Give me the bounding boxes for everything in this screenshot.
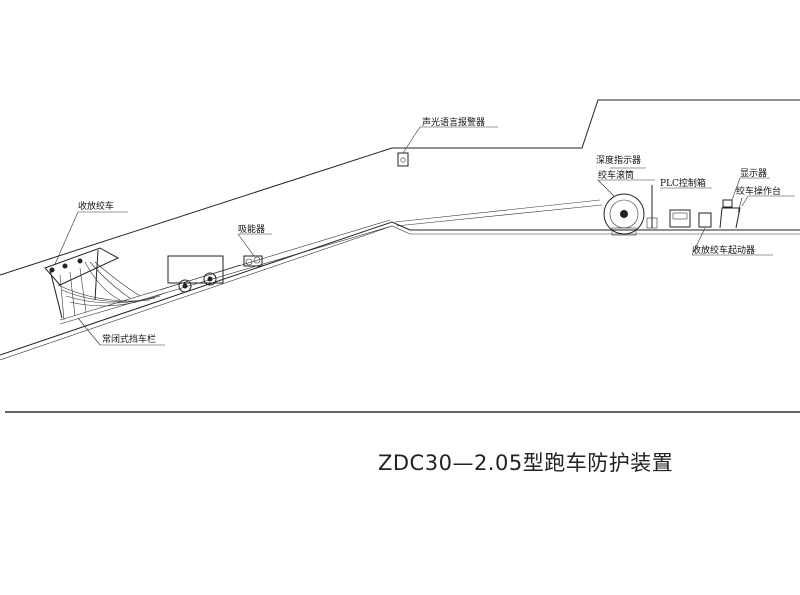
alarm-label: 声光语言报警器 <box>422 116 485 128</box>
absorber-label: 吸能器 <box>238 223 265 235</box>
barrier-net <box>57 261 166 321</box>
tunnel-roof-line <box>0 99 800 276</box>
winch-starter <box>698 212 712 228</box>
track-rails <box>0 199 800 361</box>
plc-box-label: PLC控制箱 <box>660 177 706 189</box>
display-label: 显示器 <box>740 168 767 179</box>
winch-drum-label: 绞车滚筒 <box>598 169 634 181</box>
depth-indicator <box>646 185 658 229</box>
barrier-label: 常闭式挡车栏 <box>102 333 156 345</box>
mine-car <box>159 255 241 293</box>
retracting-winch <box>44 247 120 319</box>
alarm-device <box>397 152 409 167</box>
winch-drum <box>603 193 645 236</box>
depth-indicator-label: 深度指示器 <box>596 154 641 166</box>
winch-starter-label: 收放绞车起动器 <box>692 244 755 256</box>
plc-control-box <box>669 209 691 228</box>
winch-console-label: 绞车操作台 <box>736 185 781 197</box>
energy-absorber <box>243 255 263 267</box>
winch-label: 收放绞车 <box>78 200 114 212</box>
winch-console <box>719 197 743 229</box>
diagram-title: ZDC30—2.05型跑车防护装置 <box>378 451 673 475</box>
